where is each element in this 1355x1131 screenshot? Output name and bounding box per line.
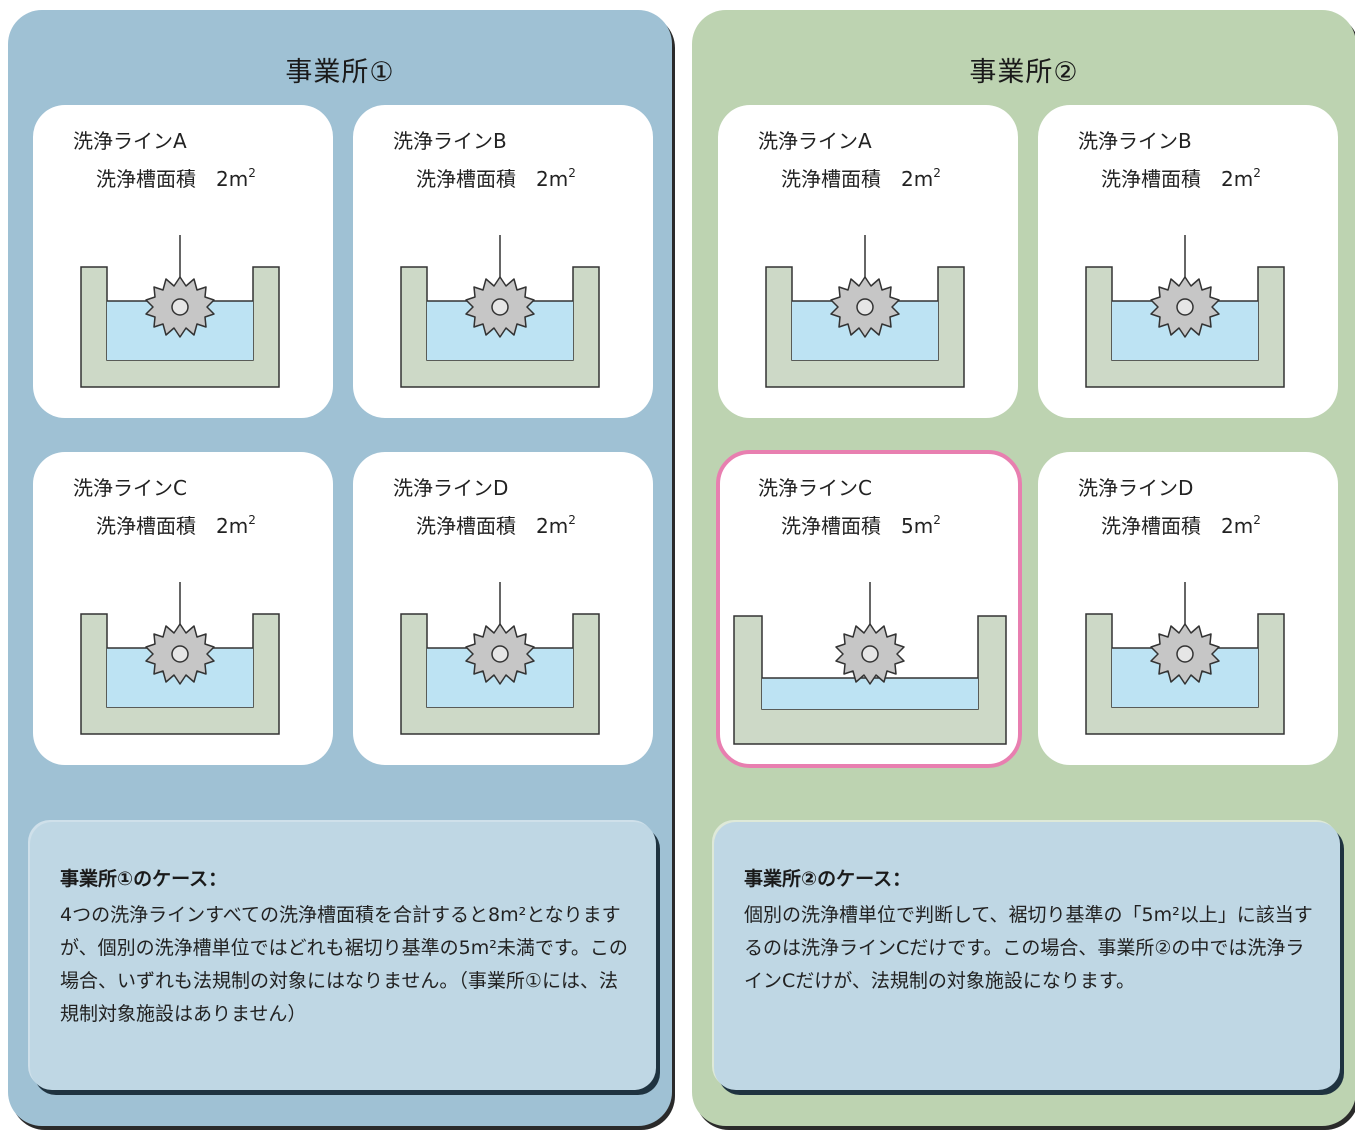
- line-card-1a: 洗浄ラインA 洗浄槽面積 2m2: [33, 105, 333, 418]
- washing-tank-icon: [80, 582, 280, 735]
- case-text: 4つの洗浄ラインすべての洗浄槽面積を合計すると8m²となりますが、個別の洗浄槽単…: [60, 904, 628, 1025]
- facility-2-panel: 事業所② 洗浄ラインA 洗浄槽面積 2m2 洗浄ラインB 洗浄槽面積 2m2: [692, 10, 1355, 1126]
- line-card-2d: 洗浄ラインD 洗浄槽面積 2m2: [1038, 452, 1338, 765]
- tank-area-label: 洗浄槽面積 2m2: [96, 513, 256, 538]
- tank-area-label: 洗浄槽面積 2m2: [781, 166, 941, 191]
- line-name: 洗浄ラインD: [393, 476, 509, 500]
- line-name: 洗浄ラインB: [1078, 129, 1192, 153]
- case-explanation-2: 事業所②のケース： 個別の洗浄槽単位で判断して、裾切り基準の「5m²以上」に該当…: [714, 822, 1340, 1090]
- line-name: 洗浄ラインD: [1078, 476, 1194, 500]
- washing-tank-icon: [765, 235, 965, 388]
- line-name: 洗浄ラインC: [758, 476, 872, 500]
- line-name: 洗浄ラインA: [758, 129, 872, 153]
- case-heading: 事業所①のケース：: [60, 868, 228, 890]
- line-card-2b: 洗浄ラインB 洗浄槽面積 2m2: [1038, 105, 1338, 418]
- washing-tank-icon: [400, 582, 600, 735]
- washing-tank-icon: [1085, 235, 1285, 388]
- tank-area-label: 洗浄槽面積 2m2: [1101, 166, 1261, 191]
- tank-area-label: 洗浄槽面積 2m2: [1101, 513, 1261, 538]
- tank-area-label: 洗浄槽面積 2m2: [416, 513, 576, 538]
- washing-tank-icon: [1085, 582, 1285, 735]
- line-name: 洗浄ラインA: [73, 129, 187, 153]
- line-card-1c: 洗浄ラインC 洗浄槽面積 2m2: [33, 452, 333, 765]
- facility-1-title: 事業所①: [285, 57, 395, 88]
- washing-tank-icon: [80, 235, 280, 388]
- line-card-2c-highlighted: 洗浄ラインC 洗浄槽面積 5m2: [716, 450, 1022, 768]
- washing-tank-large-icon: [733, 582, 1007, 745]
- line-card-1b: 洗浄ラインB 洗浄槽面積 2m2: [353, 105, 653, 418]
- case-heading: 事業所②のケース：: [744, 868, 912, 890]
- case-text: 個別の洗浄槽単位で判断して、裾切り基準の「5m²以上」に該当するのは洗浄ラインC…: [744, 904, 1313, 992]
- case-explanation-1: 事業所①のケース： 4つの洗浄ラインすべての洗浄槽面積を合計すると8m²となりま…: [30, 822, 656, 1090]
- washing-tank-icon: [400, 235, 600, 388]
- facility-2-title: 事業所②: [969, 57, 1079, 88]
- tank-area-label: 洗浄槽面積 2m2: [96, 166, 256, 191]
- line-card-1d: 洗浄ラインD 洗浄槽面積 2m2: [353, 452, 653, 765]
- line-card-2a: 洗浄ラインA 洗浄槽面積 2m2: [718, 105, 1018, 418]
- line-name: 洗浄ラインB: [393, 129, 507, 153]
- tank-area-label: 洗浄槽面積 2m2: [416, 166, 576, 191]
- line-name: 洗浄ラインC: [73, 476, 187, 500]
- tank-area-label: 洗浄槽面積 5m2: [781, 513, 941, 538]
- facility-1-panel: 事業所① 洗浄ラインA 洗浄槽面積 2m2 洗浄ラインB 洗浄槽面積 2m2: [8, 10, 672, 1126]
